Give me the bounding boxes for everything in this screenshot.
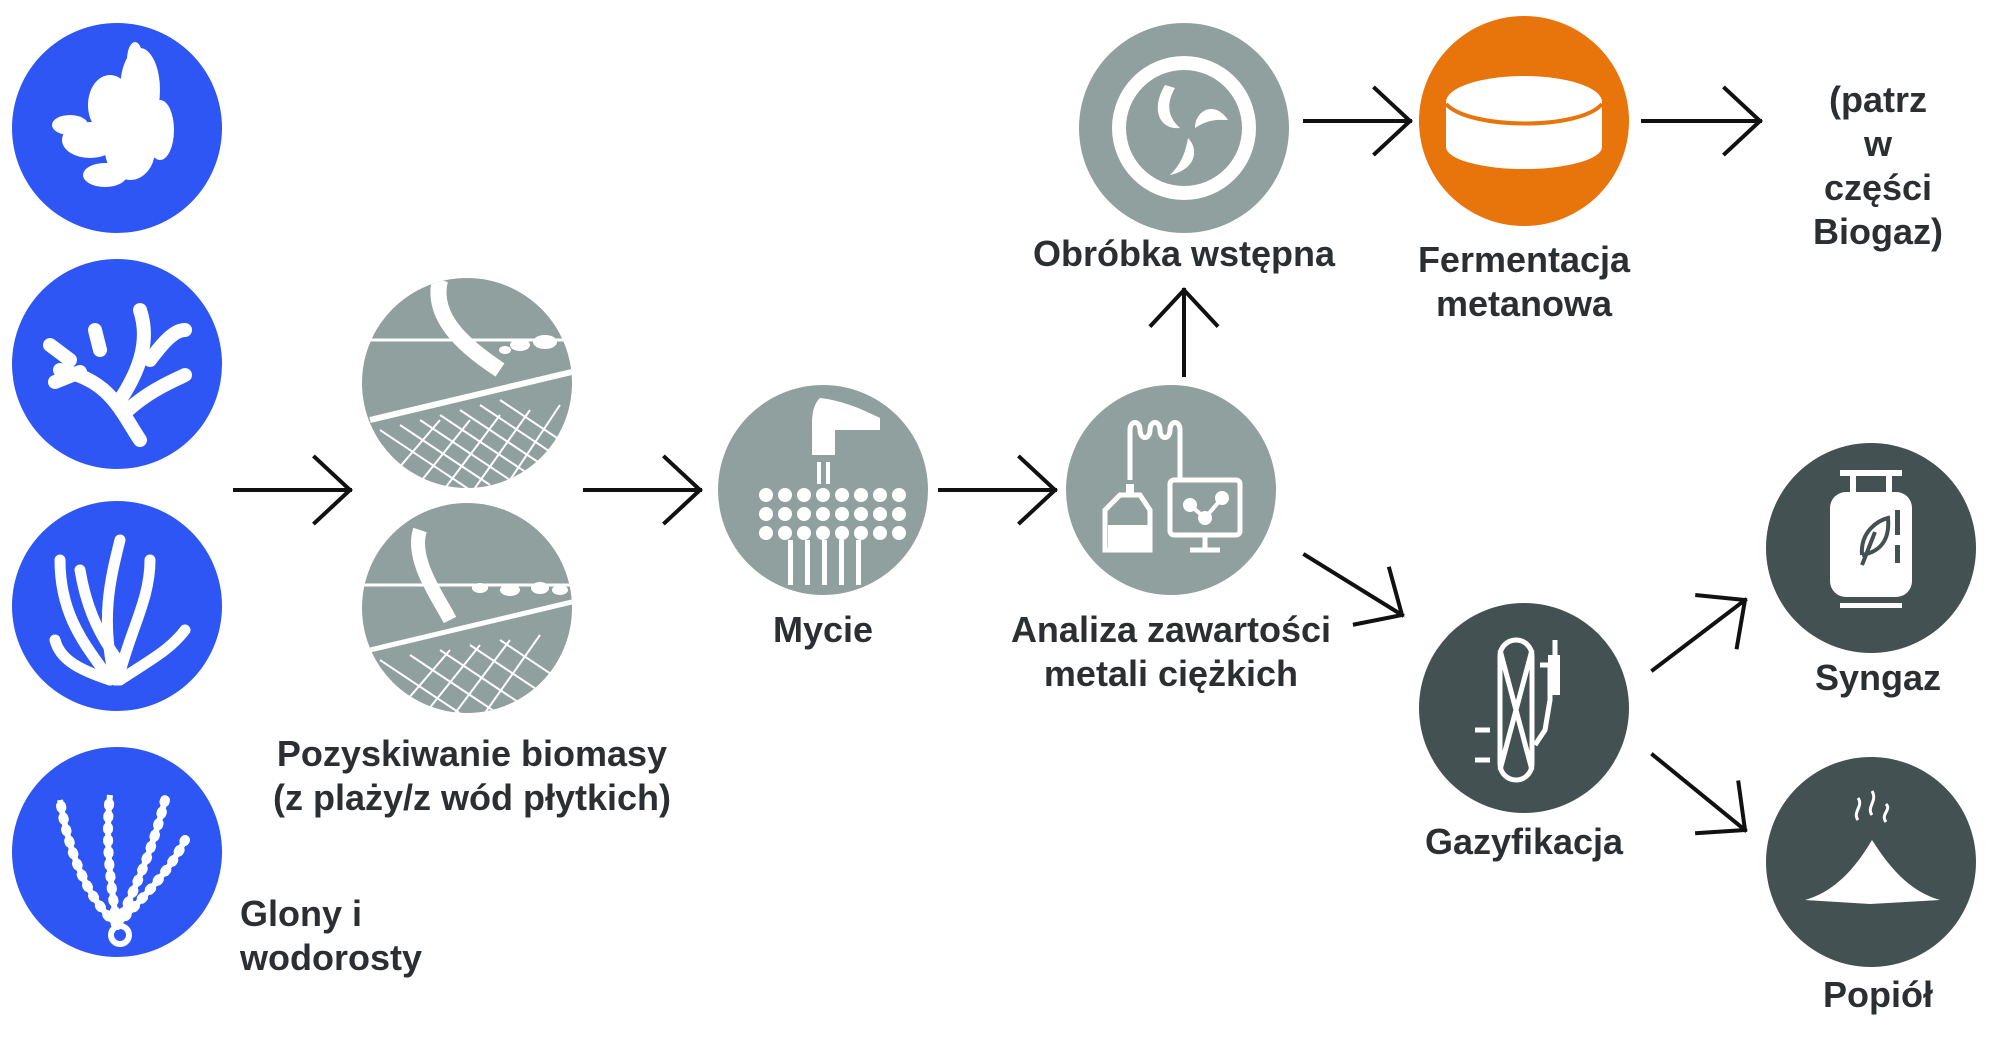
arrow-pretreatment-to-fermentation [1303, 85, 1413, 157]
gasifier-icon [1419, 603, 1629, 813]
lab-analysis-icon [1066, 385, 1276, 595]
label-ash: Popiół [1823, 974, 1933, 1015]
arrow-fermentation-to-biogas [1641, 85, 1763, 157]
seaweed-grass-icon [12, 501, 222, 711]
label-harvest: Pozyskiwanie biomasy (z plaży/z wód płyt… [272, 733, 672, 818]
label-washing: Mycie [772, 609, 874, 650]
digester-tank-icon [1419, 16, 1629, 226]
arrow-harvest-to-washing [583, 454, 703, 526]
arrow-analysis-to-pretreatment [1148, 287, 1220, 377]
label-analysis: Analiza zawartości metali ciężkich [1010, 609, 1332, 694]
arrow-gasification-to-ash [1650, 752, 1748, 836]
arrow-washing-to-analysis [938, 454, 1058, 526]
label-source: Glony i wodorosty [240, 893, 423, 978]
seaweed-lobed-icon [12, 23, 222, 233]
label-fermentation: Fermentacja metanowa [1417, 239, 1631, 324]
washing-tap-icon [718, 385, 928, 595]
shallow-water-harvest-icon [362, 503, 572, 713]
label-gasification: Gazyfikacja [1424, 821, 1624, 862]
seaweed-branched-icon [12, 259, 222, 469]
arrow-analysis-to-gasification [1302, 552, 1405, 627]
arrow-source-to-harvest [233, 454, 353, 526]
label-biogas-reference: (patrz w części Biogaz) [1813, 79, 1943, 252]
seaweed-beaded-icon [12, 747, 222, 957]
rotor-icon [1079, 23, 1289, 233]
ash-pile-icon [1766, 757, 1976, 967]
beach-harvest-icon [362, 278, 572, 488]
arrows-layer [233, 85, 1763, 836]
arrow-gasification-to-syngas [1650, 593, 1748, 673]
label-pretreatment: Obróbka wstępna [1032, 233, 1336, 274]
label-syngas: Syngaz [1814, 657, 1942, 698]
gas-cylinder-icon [1766, 443, 1976, 653]
